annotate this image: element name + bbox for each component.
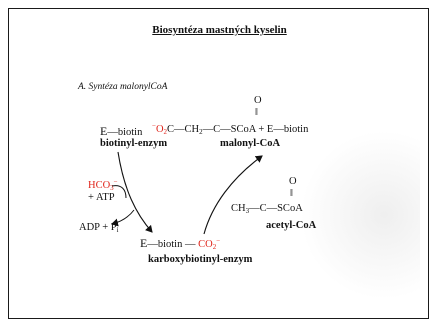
biotinyl-enzym-label: biotinyl-enzym — [100, 138, 168, 149]
co2-subscript: 2 — [212, 243, 217, 251]
carboxy-co2: CO2− — [198, 237, 221, 251]
carboxylation-arrow — [117, 151, 153, 233]
biotinyl-e-label: E—biotin — [100, 124, 142, 139]
adp-out-arrow — [111, 209, 135, 227]
adp-pi-label: ADP + Pi — [79, 222, 119, 234]
acetyl-carbonyl-o: O — [289, 176, 297, 187]
adp-text: ADP + P — [79, 222, 117, 233]
malonyl-ch2: C—CH — [167, 124, 200, 135]
carboxy-biotin-text: —biotin — — [147, 239, 196, 250]
carboxy-enzyme-e: E — [140, 236, 148, 250]
slide-frame — [8, 8, 429, 319]
enzyme-e: E — [100, 124, 108, 138]
ch3-subscript: 3 — [245, 207, 250, 215]
hco3-text: HCO — [88, 180, 111, 191]
acetyl-formula: CH3—C—SCoA — [231, 203, 303, 215]
carboxylate-subscript: 2 — [163, 128, 168, 136]
malonyl-coa-label: malonyl-CoA — [220, 138, 281, 149]
slide-title: Biosyntéza mastných kyselin — [152, 24, 287, 36]
carboxylate-o: O — [155, 124, 164, 135]
section-heading: A. Syntéza malonylCoA — [78, 82, 168, 92]
transfer-arrow — [203, 155, 263, 235]
carboxybiotin-formula: E—biotin — CO2− — [140, 236, 220, 251]
hco3-subscript: 3 — [110, 184, 114, 192]
bicarbonate-label: HCO3− — [88, 178, 118, 192]
hco3-charge: − — [113, 178, 118, 186]
co2-charge: − — [216, 237, 221, 245]
malonyl-formula: −O2C—CH2—C—SCoA + E—biotin — [152, 122, 308, 136]
biotin-text: —biotin — [107, 127, 143, 138]
acetyl-tail: —C—SCoA — [249, 203, 303, 214]
karboxybiotinyl-enzym-label: karboxybiotinyl-enzym — [148, 254, 253, 265]
malonyl-carbonyl-o: O — [254, 95, 262, 106]
acetyl-coa-label: acetyl-CoA — [266, 220, 317, 231]
malonyl-tail: —C—SCoA + E—biotin — [202, 124, 309, 135]
atp-label: + ATP — [88, 192, 115, 203]
acetyl-double-bond: ‖ — [290, 188, 293, 199]
co2-text: CO — [198, 239, 213, 250]
bicarbonate-in-arrow — [111, 185, 127, 199]
acetyl-ch: CH — [231, 203, 246, 214]
malonyl-double-bond: ‖ — [255, 107, 258, 118]
background-smudge — [300, 130, 420, 300]
ch2-subscript: 2 — [199, 128, 203, 136]
pi-subscript: i — [116, 226, 119, 234]
carboxylate-charge: − — [152, 122, 156, 130]
malonyl-carboxylate: −O2 — [152, 122, 168, 136]
